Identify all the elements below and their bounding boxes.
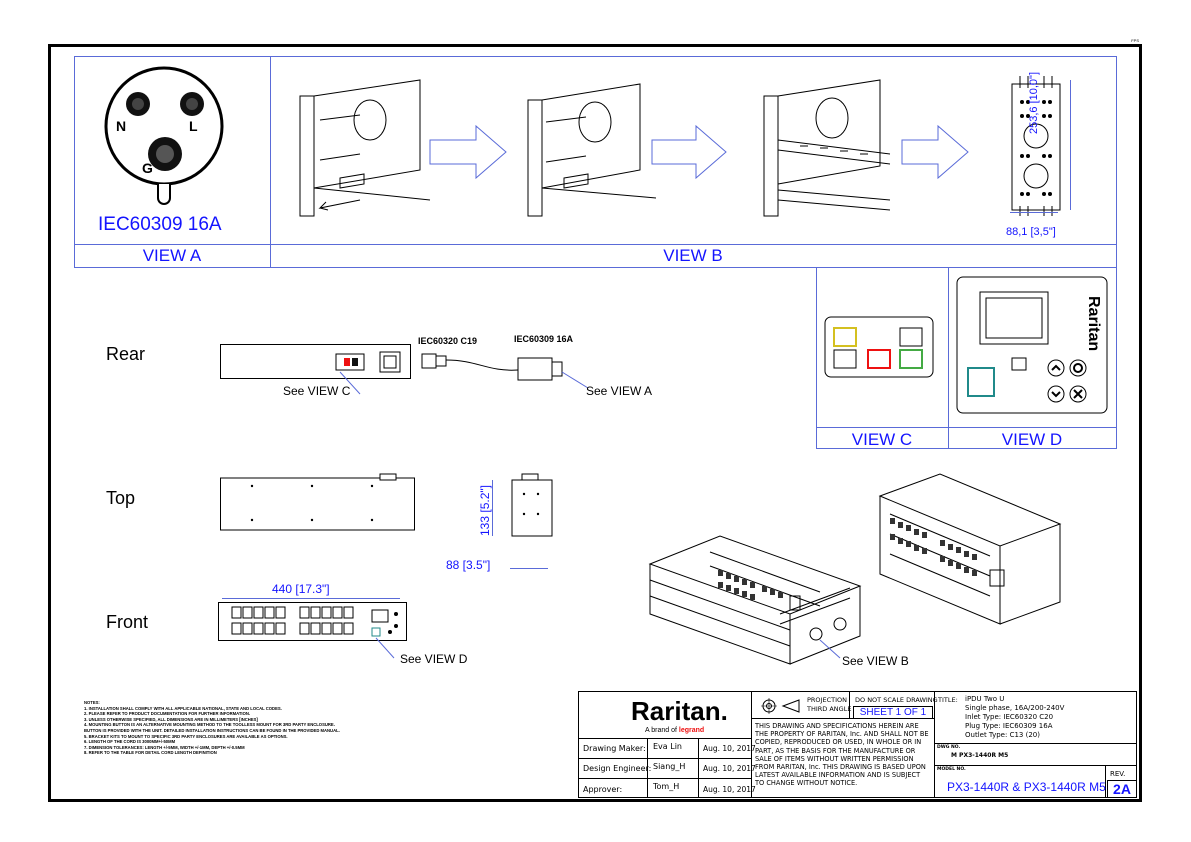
- dwg-no-value: M PX3-1440R M5: [951, 752, 1009, 759]
- front-view-drawing: [218, 602, 407, 641]
- drawing-frame: [48, 44, 1142, 802]
- raritan-logo: Raritan.: [631, 696, 728, 726]
- pin-g-label: G: [142, 160, 153, 176]
- iec60309-plug-drawing: [104, 66, 224, 205]
- rear-label: Rear: [106, 344, 146, 364]
- view-b-label: VIEW B: [663, 246, 723, 265]
- see-view-b-callout: See VIEW B: [842, 654, 909, 668]
- iso-rack-view-drawing: [648, 473, 1062, 665]
- view-b-dim-width: 88,1 [3,5"]: [1006, 226, 1056, 238]
- side-view-drawing: [511, 473, 553, 537]
- rev-value: 2A: [1107, 780, 1137, 798]
- note-line: 4. MOUNTING BUTTON IS AN ALTERNATIVE MOU…: [84, 722, 335, 728]
- top-dim-height: 133 [5.2"]: [478, 485, 492, 536]
- view-d-brand: Raritan: [1085, 296, 1102, 352]
- title-line: iPDU Two U: [965, 695, 1005, 703]
- see-view-c-callout: See VIEW C: [283, 384, 351, 398]
- do-not-scale-label: DO NOT SCALE DRAWING: [855, 696, 938, 704]
- note-line: 7. DIMENSION TOLERANCES: LENGTH +/-5MM, …: [84, 744, 245, 750]
- top-label: Top: [106, 488, 136, 508]
- pin-l-label: L: [189, 118, 198, 134]
- view-b-dim-height: 253,6 [10,0"]: [1028, 71, 1040, 134]
- disclaimer-text: THIS DRAWING AND SPECIFICATIONS HEREIN A…: [755, 722, 929, 788]
- note-line: 1. INSTALLATION SHALL COMPLY WITH ALL AP…: [84, 705, 282, 711]
- sheet-number: SHEET 1 OF 1: [853, 706, 933, 719]
- note-line: 6. LENGTH OF THE CORD IS 3000MM+/-50MM: [84, 739, 176, 745]
- note-line: 3. UNLESS OTHERWISE SPECIFIED, ALL DIMEN…: [84, 716, 258, 722]
- name-drawing-maker: Eva Lin: [653, 742, 682, 751]
- view-d-label: VIEW D: [1001, 430, 1063, 449]
- projection-label: PROJECTION: [807, 696, 847, 704]
- title-line: Inlet Type: IEC60320 C20: [965, 713, 1054, 721]
- title-field-label: TITLE:: [938, 696, 958, 704]
- view-c-label: VIEW C: [851, 430, 913, 449]
- dwg-no-label: DWG NO.: [937, 745, 961, 750]
- drawing-notes: NOTES: 1. INSTALLATION SHALL COMPLY WITH…: [84, 700, 344, 756]
- cord-c19-label: IEC60320 C19: [418, 336, 478, 346]
- pin-n-label: N: [116, 118, 127, 134]
- rear-view-drawing: [220, 344, 411, 379]
- date-drawing-maker: Aug. 10, 2017: [703, 744, 756, 753]
- legrand-brand: legrand: [678, 727, 705, 734]
- title-line: Single phase, 16A/200-240V: [965, 704, 1065, 712]
- top-dim-width: 88 [3.5"]: [446, 558, 491, 572]
- view-a-label: VIEW A: [142, 246, 202, 265]
- note-line: BUTTON IS PROVIDED WITH THE UNIT. DETAIL…: [84, 727, 340, 733]
- front-label: Front: [106, 612, 149, 632]
- view-a-plug-label: IEC60309 16A: [98, 214, 222, 235]
- name-design-engineer: Siang_H: [653, 762, 686, 771]
- date-design-engineer: Aug. 10, 2017: [703, 764, 756, 773]
- role-design-engineer: Design Engineer:: [583, 764, 652, 773]
- see-view-d-callout: See VIEW D: [400, 652, 468, 666]
- role-approver: Approver:: [583, 785, 623, 794]
- role-drawing-maker: Drawing Maker:: [583, 744, 646, 753]
- see-view-a-callout: See VIEW A: [586, 384, 653, 398]
- title-line: Outlet Type: C13 (20): [965, 731, 1040, 739]
- note-line: 5. BRACKET KITS TO MOUNT TO SPECIFIC 3RD…: [84, 733, 288, 739]
- drawing-id-corner: FPS: [1131, 38, 1139, 43]
- note-line: 2. PLEASE REFER TO PRODUCT DOCUMENTATION…: [84, 711, 251, 717]
- notes-title: NOTES:: [84, 700, 100, 705]
- power-cord-drawing: [421, 353, 589, 389]
- tagline-text: A brand of: [645, 727, 677, 734]
- name-approver: Tom_H: [653, 782, 680, 791]
- third-angle-label: THIRD ANGLE: [807, 705, 852, 713]
- third-angle-projection-icon: [761, 698, 800, 714]
- view-c-port-panel: [824, 316, 934, 378]
- front-dim-width: 440 [17.3"]: [272, 582, 330, 596]
- rev-label: REV.: [1110, 770, 1126, 778]
- mounting-sequence-drawing: [299, 79, 969, 217]
- title-block: Raritan. A brand of legrand Drawing Make…: [578, 691, 1137, 798]
- tagline: A brand of legrand: [645, 727, 704, 734]
- top-view-drawing: [220, 473, 415, 531]
- cord-plug-label: IEC60309 16A: [514, 334, 574, 344]
- model-no-value: PX3-1440R & PX3-1440R M5: [947, 780, 1106, 794]
- mounting-bracket-front-drawing: [1011, 76, 1061, 216]
- model-no-label: MODEL NO.: [937, 767, 966, 772]
- view-d-controller-panel: [956, 276, 1108, 414]
- date-approver: Aug. 10, 2017: [703, 785, 756, 794]
- note-line: 8. REFER TO THE TABLE FOR DETAIL CORD LE…: [84, 750, 217, 756]
- title-line: Plug Type: IEC60309 16A: [965, 722, 1053, 730]
